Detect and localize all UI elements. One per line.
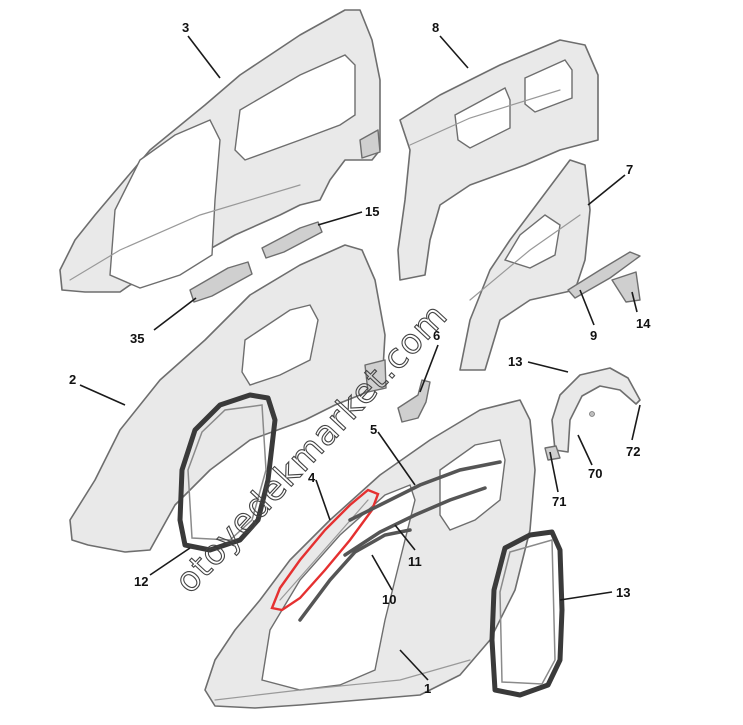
- strip-part-11[interactable]: [343, 486, 487, 557]
- callout-3: 3: [182, 20, 189, 35]
- strip-part-5[interactable]: [348, 460, 502, 522]
- callout-10: 10: [382, 592, 396, 607]
- rear-side-panel-part-8[interactable]: [397, 39, 599, 281]
- callout-12: 12: [134, 574, 148, 589]
- side-panel-part-3[interactable]: [59, 9, 381, 293]
- side-panel-part-2[interactable]: [69, 244, 387, 553]
- leader-lines: [79, 35, 641, 681]
- callout-72: 72: [626, 444, 640, 459]
- wheelarch-panel-part-7[interactable]: [459, 159, 591, 371]
- callout-labels: 3 8 7 15 35 6 9 14 2 13 72 70 71 5 4 11 …: [69, 20, 651, 696]
- callout-13: 13: [616, 585, 630, 600]
- callout-8: 8: [432, 20, 439, 35]
- door-seal-part-12[interactable]: [177, 392, 278, 553]
- rear-seal-part-13[interactable]: [489, 529, 565, 698]
- callout-1: 1: [424, 681, 431, 696]
- callout-71: 71: [552, 494, 566, 509]
- bracket-part-9[interactable]: [567, 251, 641, 299]
- wheel-arch-liner-part-14[interactable]: [544, 367, 641, 461]
- callout-15: 14: [636, 316, 651, 331]
- callout-35: 15: [365, 204, 379, 219]
- bracket-part-15[interactable]: [611, 271, 641, 303]
- reinforcement-part-35[interactable]: [261, 221, 323, 259]
- reinforcement-part-36[interactable]: [189, 261, 253, 303]
- callout-4: 4: [308, 470, 316, 485]
- callout-11: 11: [408, 554, 422, 569]
- callout-7: 7: [626, 162, 633, 177]
- window-strip-part-4[interactable]: [270, 488, 380, 612]
- callout-6: 6: [433, 328, 440, 343]
- callout-2: 2: [69, 372, 76, 387]
- side-body-part-1[interactable]: [204, 399, 536, 709]
- strip-part-10[interactable]: [298, 528, 412, 622]
- callout-9: 9: [590, 328, 597, 343]
- callout-36: 35: [130, 331, 144, 346]
- callout-5: 5: [370, 422, 377, 437]
- callout-14: 13: [508, 354, 522, 369]
- bracket-part-6[interactable]: [397, 379, 431, 423]
- callout-70: 70: [588, 466, 602, 481]
